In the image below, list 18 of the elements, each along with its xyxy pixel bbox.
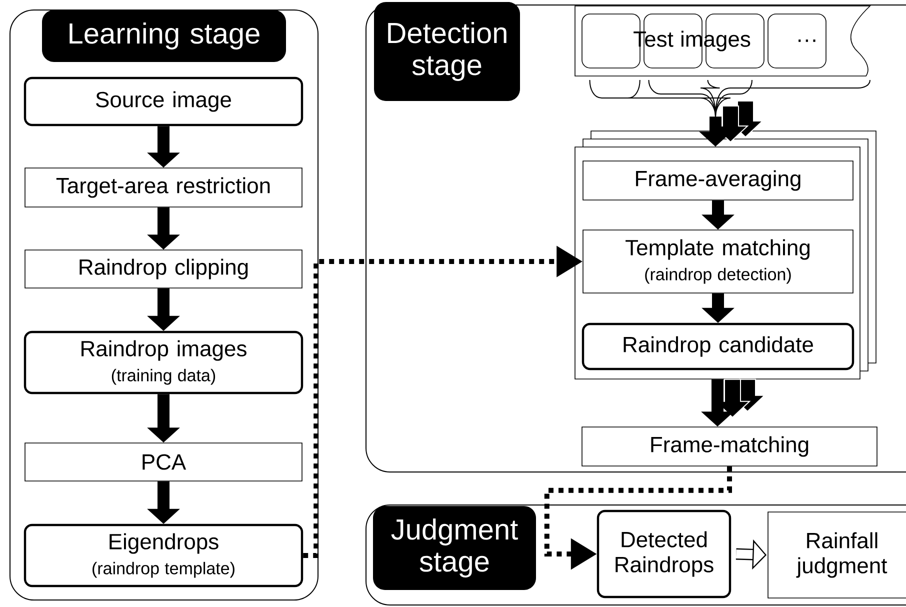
result-box: Eigendrops (raindrop template) [24,524,304,588]
process-box: Raindrop clipping [24,250,302,288]
result-box: Raindrop candidate [582,322,854,370]
process-box: Frame-matching [582,426,878,466]
result-box: Source image [24,76,304,126]
process-box: Rainfall judgment [768,512,906,598]
stage-heading: Learning stage [42,10,286,62]
stage-panel [366,504,906,606]
process-box: Target-area restriction [24,168,302,208]
stage-panel [366,2,906,472]
process-box: Template matching (raindrop detection) [582,230,854,294]
stage-heading: Judgment stage [373,506,536,590]
stage-panel [10,10,318,600]
result-box: Detected Raindrops [596,510,732,598]
result-box: Raindrop images (training data) [24,330,304,394]
stage-heading: Detection stage [374,2,520,101]
process-box: Frame-averaging [582,160,854,200]
process-box: PCA [24,442,302,482]
